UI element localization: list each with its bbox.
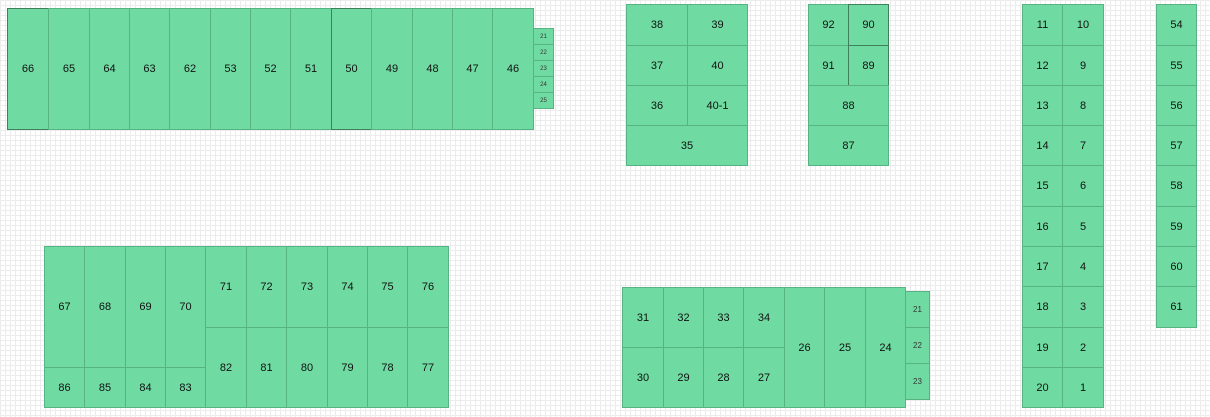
stall-small-24[interactable]: 24 [533, 76, 554, 93]
stall-7[interactable]: 7 [1062, 125, 1104, 166]
stall-59[interactable]: 59 [1156, 206, 1197, 247]
stall-88[interactable]: 88 [808, 85, 889, 126]
stall-35[interactable]: 35 [626, 125, 748, 166]
stall-89[interactable]: 89 [848, 45, 889, 86]
stall-1[interactable]: 1 [1062, 367, 1104, 408]
stall-22-side[interactable]: 22 [905, 327, 930, 364]
stall-32[interactable]: 32 [663, 287, 704, 348]
stall-6[interactable]: 6 [1062, 165, 1104, 207]
stall-3[interactable]: 3 [1062, 286, 1104, 328]
stall-15[interactable]: 15 [1022, 165, 1063, 207]
stall-52[interactable]: 52 [250, 8, 291, 130]
stall-67[interactable]: 67 [44, 246, 85, 368]
stall-small-23[interactable]: 23 [533, 60, 554, 77]
stall-63[interactable]: 63 [129, 8, 170, 130]
stall-48[interactable]: 48 [412, 8, 453, 130]
stall-53[interactable]: 53 [210, 8, 251, 130]
stall-38[interactable]: 38 [626, 4, 688, 46]
stall-20[interactable]: 20 [1022, 367, 1063, 408]
stall-79[interactable]: 79 [327, 327, 368, 408]
stall-40[interactable]: 40 [687, 45, 748, 86]
stall-10[interactable]: 10 [1062, 4, 1104, 46]
stall-65[interactable]: 65 [48, 8, 90, 130]
stall-73[interactable]: 73 [286, 246, 328, 328]
stall-36[interactable]: 36 [626, 85, 688, 126]
stall-57[interactable]: 57 [1156, 125, 1197, 166]
stall-77[interactable]: 77 [407, 327, 449, 408]
stall-2[interactable]: 2 [1062, 327, 1104, 368]
stall-49[interactable]: 49 [371, 8, 413, 130]
stall-33[interactable]: 33 [703, 287, 744, 348]
stall-87[interactable]: 87 [808, 125, 889, 166]
stall-83[interactable]: 83 [165, 367, 206, 408]
stall-14[interactable]: 14 [1022, 125, 1063, 166]
stall-72[interactable]: 72 [246, 246, 287, 328]
stall-9[interactable]: 9 [1062, 45, 1104, 86]
stall-64[interactable]: 64 [89, 8, 130, 130]
stall-58[interactable]: 58 [1156, 165, 1197, 207]
stall-21-side[interactable]: 21 [905, 291, 930, 328]
stall-86[interactable]: 86 [44, 367, 85, 408]
stall-76[interactable]: 76 [407, 246, 449, 328]
stall-54[interactable]: 54 [1156, 4, 1197, 46]
stall-13[interactable]: 13 [1022, 85, 1063, 126]
stall-40-1[interactable]: 40-1 [687, 85, 748, 126]
stall-37[interactable]: 37 [626, 45, 688, 86]
stall-16[interactable]: 16 [1022, 206, 1063, 247]
stall-12[interactable]: 12 [1022, 45, 1063, 86]
stall-23-side[interactable]: 23 [905, 363, 930, 400]
stall-8[interactable]: 8 [1062, 85, 1104, 126]
stall-19[interactable]: 19 [1022, 327, 1063, 368]
stall-30[interactable]: 30 [622, 347, 664, 408]
stall-91[interactable]: 91 [808, 45, 849, 86]
stall-84[interactable]: 84 [125, 367, 166, 408]
stall-small-25[interactable]: 25 [533, 92, 554, 109]
stall-80[interactable]: 80 [286, 327, 328, 408]
stall-51[interactable]: 51 [290, 8, 332, 130]
stall-60[interactable]: 60 [1156, 246, 1197, 287]
stall-70[interactable]: 70 [165, 246, 206, 368]
stall-31[interactable]: 31 [622, 287, 664, 348]
stall-4[interactable]: 4 [1062, 246, 1104, 287]
stall-46[interactable]: 46 [492, 8, 534, 130]
stall-82[interactable]: 82 [205, 327, 247, 408]
stall-56[interactable]: 56 [1156, 85, 1197, 126]
stall-small-21[interactable]: 21 [533, 28, 554, 45]
stall-39[interactable]: 39 [687, 4, 748, 46]
stall-68[interactable]: 68 [84, 246, 126, 368]
stall-small-22[interactable]: 22 [533, 44, 554, 61]
stall-81[interactable]: 81 [246, 327, 287, 408]
stall-26[interactable]: 26 [784, 287, 825, 408]
stall-62[interactable]: 62 [169, 8, 211, 130]
stall-85[interactable]: 85 [84, 367, 126, 408]
stall-92[interactable]: 92 [808, 4, 849, 46]
stall-29[interactable]: 29 [663, 347, 704, 408]
stall-61[interactable]: 61 [1156, 286, 1197, 328]
stall-5[interactable]: 5 [1062, 206, 1104, 247]
stall-18[interactable]: 18 [1022, 286, 1063, 328]
stall-17[interactable]: 17 [1022, 246, 1063, 287]
stall-55[interactable]: 55 [1156, 45, 1197, 86]
stall-50[interactable]: 50 [331, 8, 372, 130]
stall-66[interactable]: 66 [7, 8, 49, 130]
stall-69[interactable]: 69 [125, 246, 166, 368]
stall-74[interactable]: 74 [327, 246, 368, 328]
stall-34[interactable]: 34 [743, 287, 785, 348]
stall-27[interactable]: 27 [743, 347, 785, 408]
stall-71[interactable]: 71 [205, 246, 247, 328]
stall-28[interactable]: 28 [703, 347, 744, 408]
stall-78[interactable]: 78 [367, 327, 408, 408]
stall-90[interactable]: 90 [848, 4, 889, 46]
stall-75[interactable]: 75 [367, 246, 408, 328]
stall-47[interactable]: 47 [452, 8, 493, 130]
stall-25[interactable]: 25 [824, 287, 866, 408]
stall-24[interactable]: 24 [865, 287, 906, 408]
stall-11[interactable]: 11 [1022, 4, 1063, 46]
